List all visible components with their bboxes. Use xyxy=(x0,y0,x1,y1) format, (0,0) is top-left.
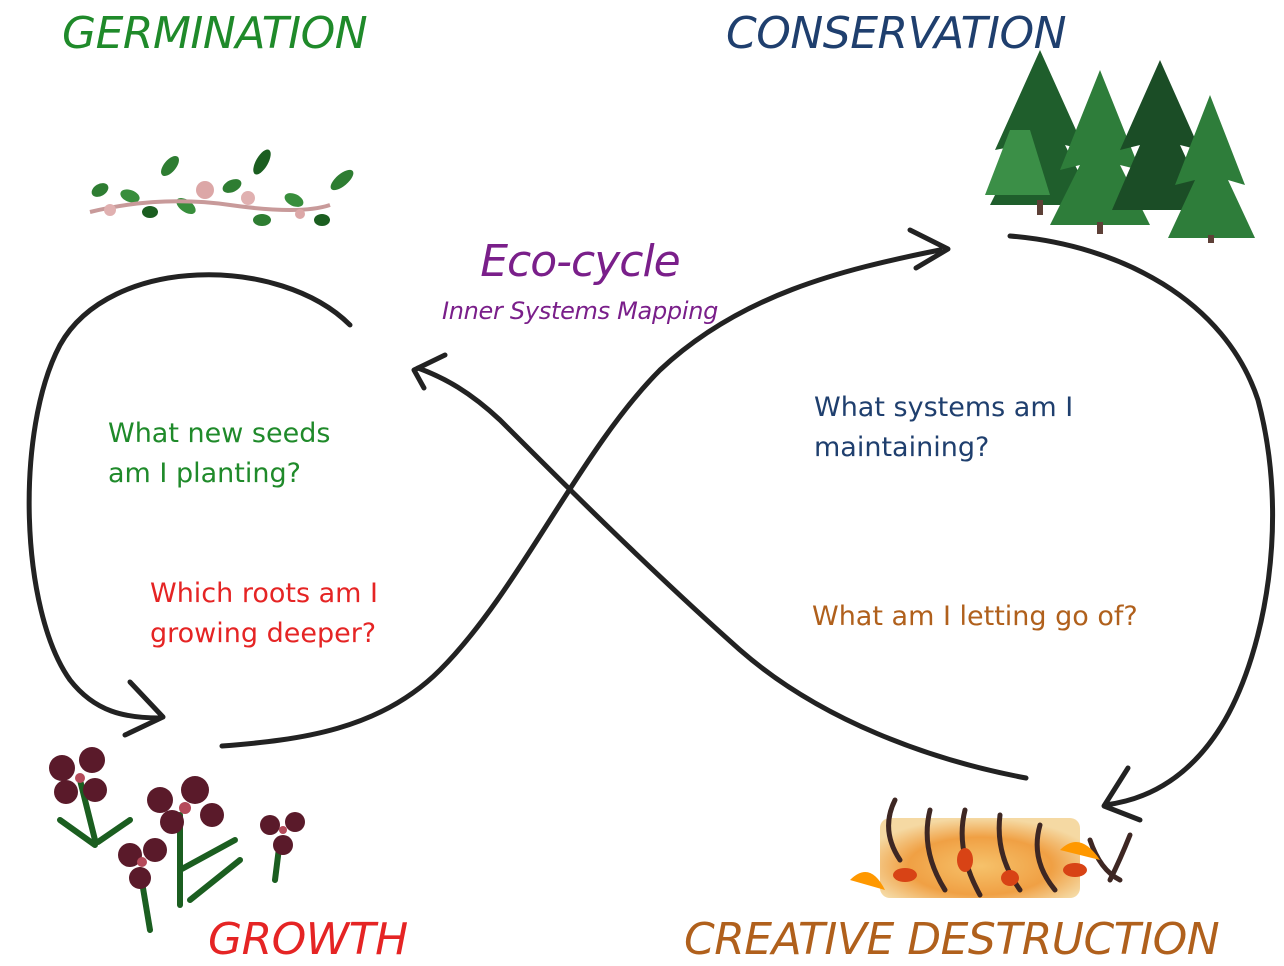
pine-forest-icon xyxy=(985,50,1255,243)
question-conservation-line-1: What systems am I xyxy=(814,392,1074,423)
question-conservation-line-2: maintaining? xyxy=(814,432,990,463)
question-germination-line-2: am I planting? xyxy=(108,458,301,489)
arrow-germination-to-growth xyxy=(26,272,353,721)
flowers-icon xyxy=(49,747,305,933)
arrowhead-destruction xyxy=(1101,765,1143,823)
question-growth: Which roots am I growing deeper? xyxy=(150,574,378,654)
phase-title-conservation: CONSERVATION xyxy=(726,8,1066,59)
fire-icon xyxy=(850,797,1133,898)
question-conservation: What systems am I maintaining? xyxy=(814,388,1073,468)
arrow-destruction-to-germination xyxy=(415,365,1029,781)
question-creative-destruction: What am I letting go of? xyxy=(812,597,1138,637)
phase-title-creative-destruction: CREATIVE DESTRUCTION xyxy=(684,914,1220,965)
question-germination: What new seeds am I planting? xyxy=(108,414,330,494)
phase-title-germination: GERMINATION xyxy=(62,8,368,59)
arrow-growth-to-conservation xyxy=(219,247,943,749)
question-growth-line-2: growing deeper? xyxy=(150,618,377,649)
phase-title-growth: GROWTH xyxy=(208,914,408,965)
question-creative-destruction-line-1: What am I letting go of? xyxy=(812,601,1138,632)
arrowhead-germination xyxy=(411,352,448,391)
arrowhead-conservation xyxy=(907,227,951,271)
diagram-subtitle: Inner Systems Mapping xyxy=(441,297,719,325)
question-growth-line-1: Which roots am I xyxy=(150,578,379,609)
arrow-conservation-to-destruction xyxy=(1007,233,1276,808)
seedlings-icon xyxy=(89,149,354,226)
arrowhead-growth xyxy=(122,679,166,738)
diagram-title: Eco-cycle xyxy=(480,236,681,287)
question-germination-line-1: What new seeds xyxy=(108,418,331,449)
